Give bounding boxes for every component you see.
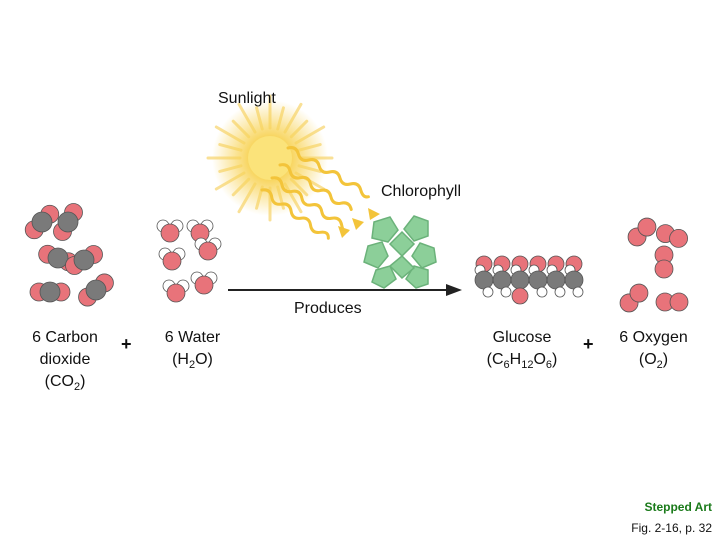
- water-line1: 6 Water: [164, 329, 221, 346]
- oxygen-atom: [669, 292, 689, 312]
- figure-reference: Fig. 2-16, p. 32: [631, 521, 712, 535]
- oxygen-atom: [162, 251, 182, 271]
- oxygen-atom: [629, 283, 649, 303]
- carbon-atom: [57, 211, 79, 233]
- oxygen-line1: 6 Oxygen: [619, 329, 688, 346]
- oxygen-atom: [160, 223, 180, 243]
- oxygen-formula: (O2): [638, 351, 669, 371]
- carbon-atom: [474, 270, 494, 290]
- oxygen-atom: [511, 287, 529, 305]
- oxygen-atom: [166, 283, 186, 303]
- sunlight-rays: [260, 146, 380, 240]
- water-label: 6 Water (H2O): [150, 327, 235, 371]
- co2-formula: (CO2): [44, 373, 86, 393]
- water-formula: (H2O): [172, 351, 213, 371]
- oxygen-label: 6 Oxygen (O2): [606, 327, 701, 371]
- oxygen-atom: [654, 259, 674, 279]
- carbon-atom: [85, 279, 107, 301]
- glucose-molecule: [474, 255, 584, 305]
- glucose-label: Glucose (C6H12O6): [472, 327, 572, 371]
- oxygen-atom: [198, 241, 218, 261]
- hydrogen-atom: [572, 286, 584, 298]
- stepped-art-label: Stepped Art: [644, 500, 712, 514]
- oxygen-molecules: [619, 217, 689, 313]
- hydrogen-atom: [482, 286, 494, 298]
- carbon-atom: [39, 281, 61, 303]
- glucose-formula: (C6H12O6): [486, 351, 558, 371]
- carbon-atom: [510, 270, 530, 290]
- carbon-atom: [528, 270, 548, 290]
- carbon-atom: [546, 270, 566, 290]
- co2-label: 6 Carbon dioxide (CO2): [20, 327, 110, 393]
- produces-arrow: [228, 284, 462, 296]
- carbon-atom: [492, 270, 512, 290]
- co2-line1: 6 Carbon: [32, 329, 98, 346]
- water-molecules: [156, 219, 222, 303]
- hydrogen-atom: [536, 286, 548, 298]
- sun-icon: [206, 94, 334, 222]
- hydrogen-atom: [500, 286, 512, 298]
- sunlight-label: Sunlight: [218, 90, 276, 107]
- carbon-dioxide-molecules: [24, 203, 114, 307]
- oxygen-atom: [669, 228, 688, 248]
- plus-sign-products: +: [583, 334, 594, 354]
- oxygen-atom: [194, 275, 214, 295]
- glucose-line1: Glucose: [492, 329, 552, 346]
- plus-sign-reactants: +: [121, 334, 132, 354]
- co2-line2: dioxide: [39, 351, 91, 368]
- carbon-atom: [73, 249, 95, 271]
- carbon-atom: [564, 270, 584, 290]
- carbon-atom: [31, 211, 53, 233]
- produces-label: Produces: [294, 300, 362, 317]
- carbon-atom: [47, 247, 69, 269]
- chlorophyll-label: Chlorophyll: [381, 183, 462, 200]
- oxygen-atom: [637, 217, 657, 237]
- hydrogen-atom: [554, 286, 566, 298]
- chlorophyll-molecule: [363, 215, 437, 289]
